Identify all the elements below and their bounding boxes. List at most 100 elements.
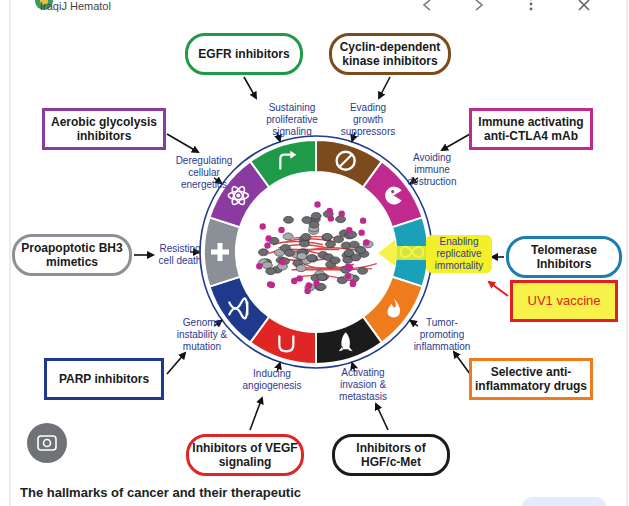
label-text: Deregulating cellular energetics <box>176 155 233 190</box>
atom-core <box>236 194 240 198</box>
tumour-cell <box>299 240 309 247</box>
box-text: PARP inhibitors <box>59 372 149 386</box>
box-text: Aerobic glycolysis inhibitors <box>47 115 161 143</box>
hallmark-icon <box>228 185 248 206</box>
drug-box: EGFR inhibitors <box>185 33 303 75</box>
bent-arrow-head <box>290 151 296 159</box>
hallmark-icon <box>339 332 353 351</box>
tumour-cell <box>284 216 294 223</box>
tumour-cell <box>322 234 332 241</box>
tumour-cell <box>297 253 307 260</box>
rocket-icon <box>339 332 353 351</box>
drug-box: Inhibitors of VEGF signaling <box>186 434 304 476</box>
immune-cell <box>264 242 270 248</box>
next-icon <box>476 0 482 10</box>
prev-icon <box>424 0 430 10</box>
leader-arrow <box>379 77 390 98</box>
immune-cell <box>304 288 310 294</box>
leader-arrow <box>250 398 262 430</box>
leader-arrow <box>442 134 470 150</box>
hallmark-label: Enabling replicative immortality <box>426 235 492 273</box>
immune-cell <box>326 208 332 214</box>
immune-cell <box>339 210 345 216</box>
label-text: Genome instability & mutation <box>177 317 228 352</box>
tumour-cell <box>311 212 321 219</box>
label-text: Tumor-promoting inflammation <box>414 317 471 352</box>
immune-cell <box>360 217 366 223</box>
hallmark-icon <box>279 336 293 351</box>
atom-orbit <box>228 192 248 200</box>
leader-arrow <box>167 353 185 374</box>
lens-icon <box>38 436 56 450</box>
stop-circle <box>337 152 355 170</box>
immune-cell <box>280 259 286 265</box>
immune-cell <box>278 227 284 233</box>
label-text: Evading growth suppressors <box>341 102 395 137</box>
label-text: Sustaining proliferative signaling <box>266 102 318 137</box>
dna-strand <box>229 302 247 318</box>
immune-cell <box>345 264 351 270</box>
box-text: Inhibitors of VEGF signaling <box>191 441 299 469</box>
atom-orbit <box>230 185 247 206</box>
immune-cell <box>291 278 297 284</box>
dna-strand <box>229 298 247 314</box>
drug-box: PARP inhibitors <box>44 358 164 400</box>
menu-dot <box>530 8 533 11</box>
drug-box: Aerobic glycolysis inhibitors <box>42 108 166 150</box>
label-text: The hallmarks of cancer and their therap… <box>20 485 301 500</box>
immune-eye <box>391 190 394 193</box>
leader-arrow <box>167 134 198 152</box>
lens-icon-eye <box>44 440 51 447</box>
hallmark-icon <box>385 187 401 205</box>
lens-button <box>27 423 67 463</box>
immune-cell <box>358 229 364 235</box>
immune-cell <box>350 281 356 287</box>
immune-cell <box>259 223 265 229</box>
leader-arrow <box>454 352 470 374</box>
drug-box: Selective anti-inflammatory drugs <box>469 358 593 400</box>
tumour-cell <box>344 273 354 280</box>
label-text: Activating invasion & metastasis <box>339 367 387 402</box>
tumour-cell <box>266 268 276 275</box>
leader-arrow <box>492 256 504 258</box>
inward-arrow <box>411 321 418 326</box>
tumour-cell <box>322 233 332 240</box>
leader-arrow <box>376 404 388 430</box>
box-text: Telomerase Inhibitors <box>511 243 617 271</box>
tumour-cell <box>349 241 359 248</box>
immune-cell <box>345 273 351 279</box>
tumour-cell <box>307 254 317 261</box>
immune-cell <box>363 239 369 245</box>
tumour-cell <box>280 258 290 265</box>
hallmark-label: Inducing angiogenesis <box>241 368 303 392</box>
hallmark-icon <box>337 152 355 170</box>
hallmark-label: Evading growth suppressors <box>337 102 399 138</box>
tumour-cell <box>283 233 293 240</box>
label-text: Resisting cell death <box>159 243 202 266</box>
tumour-cell <box>334 236 344 243</box>
tumour-cell <box>309 221 319 228</box>
drug-box: Telomerase Inhibitors <box>506 236 622 278</box>
immune-cell <box>256 263 262 269</box>
label-text: IraqiJ Hematol <box>40 0 111 12</box>
hallmark-label: Avoiding immune destruction <box>400 152 464 188</box>
page-caption-text: The hallmarks of cancer and their therap… <box>20 485 320 500</box>
label-text: Avoiding immune destruction <box>408 152 457 187</box>
drug-box: Immune activating anti-CTLA4 mAb <box>469 108 593 150</box>
leader-arrow <box>134 254 153 256</box>
immune-cell <box>328 215 334 221</box>
box-text: Proapoptotic BH3 mimetics <box>17 241 127 269</box>
box-text: Immune activating anti-CTLA4 mAb <box>474 115 588 143</box>
immune-cell <box>269 282 275 288</box>
box-text: EGFR inhibitors <box>198 47 289 61</box>
hallmark-label: Sustaining proliferative signaling <box>258 102 326 138</box>
card-border <box>10 0 627 506</box>
hallmark-label: Tumor-promoting inflammation <box>410 317 474 353</box>
box-text: Selective anti-inflammatory drugs <box>474 365 588 393</box>
tumour-cell <box>358 267 368 274</box>
hallmark-icon <box>211 243 229 261</box>
source-name: IraqiJ Hematol <box>40 0 160 13</box>
tumour-cell <box>285 249 295 256</box>
menu-dot <box>530 0 533 1</box>
